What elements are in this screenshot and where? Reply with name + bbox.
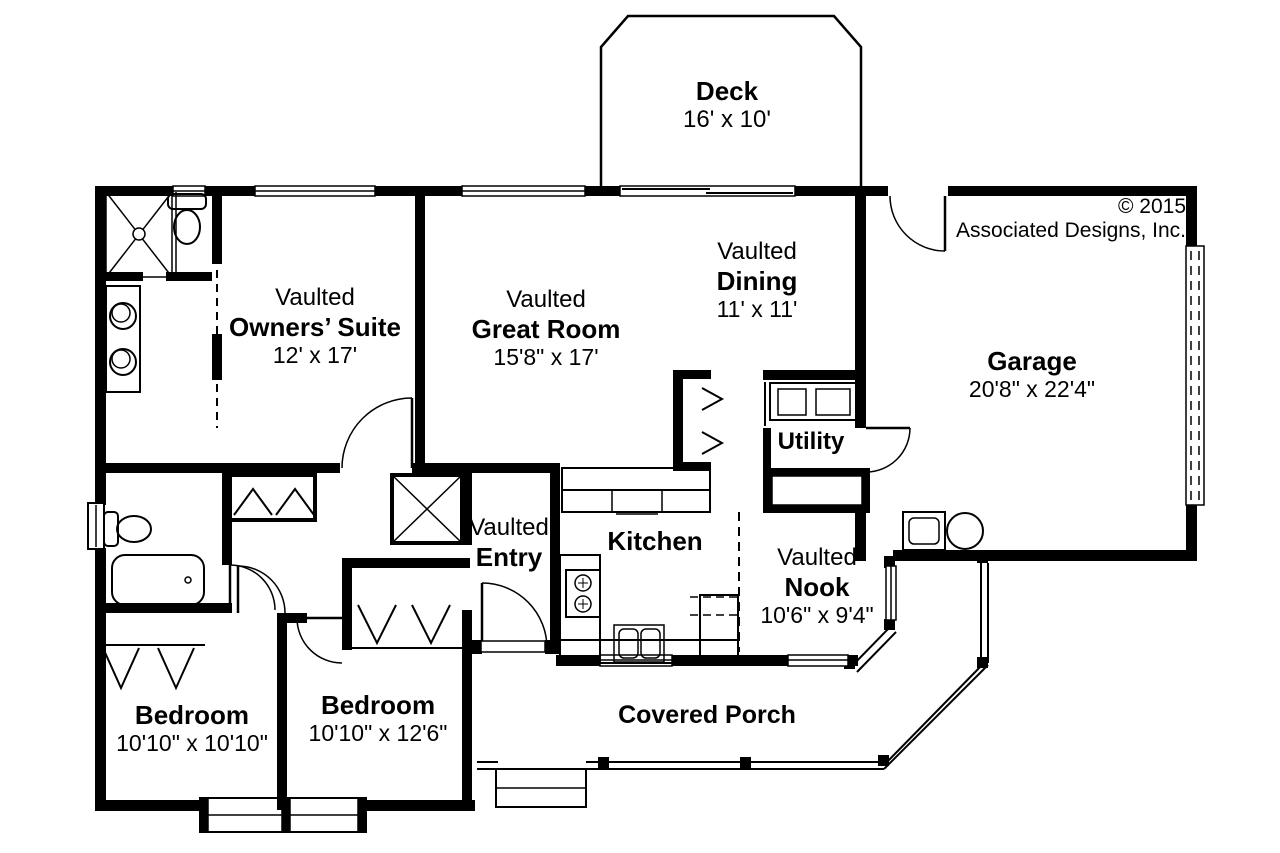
room-name: Utility: [777, 428, 845, 455]
room-label-dining: Vaulted Dining 11' x 11': [717, 238, 798, 323]
room-vaulted: Vaulted: [777, 544, 857, 571]
toilet2-icon: [103, 511, 119, 547]
room-vaulted: Vaulted: [469, 514, 549, 541]
copyright-line2: Associated Designs, Inc.: [956, 219, 1186, 243]
room-label-bedroom-mid: Bedroom 10'10" x 12'6": [309, 690, 448, 747]
water-heater-icon: [946, 512, 984, 550]
room-label-nook: Vaulted Nook 10'6" x 9'4": [760, 544, 873, 629]
interior-walls: [95, 186, 870, 810]
shower-icon: [105, 191, 173, 278]
room-dims: 15'8" x 17': [493, 343, 599, 370]
room-dims: 10'6" x 9'4": [760, 601, 874, 628]
tub-icon: [111, 554, 205, 606]
room-dims: 20'8" x 22'4": [968, 376, 1096, 403]
porch: [477, 552, 989, 808]
room-name: Entry: [475, 541, 543, 572]
windows: [87, 185, 897, 833]
vanity-icon: [105, 285, 141, 393]
room-dims: 11' x 11': [716, 295, 798, 322]
room-label-bedroom-left: Bedroom 10'10" x 10'10": [116, 700, 268, 757]
room-name: Nook: [784, 571, 850, 602]
porch-posts: [598, 552, 988, 768]
room-name: Deck: [695, 76, 759, 106]
room-vaulted: Vaulted: [717, 238, 797, 265]
copyright-line1: © 2015: [1117, 195, 1186, 218]
range-icon: [565, 569, 601, 618]
room-label-entry: Vaulted Entry: [469, 514, 549, 572]
room-label-utility: Utility: [778, 428, 845, 456]
room-label-covered-porch: Covered Porch: [618, 701, 796, 730]
bath-fixtures: [103, 191, 207, 606]
room-name: Great Room: [471, 313, 621, 344]
room-name: Garage: [987, 346, 1077, 376]
washer-dryer-icon: [769, 382, 859, 421]
room-vaulted: Vaulted: [506, 286, 586, 313]
copyright-note: © 2015 Associated Designs, Inc.: [956, 195, 1186, 243]
room-name: Kitchen: [607, 526, 703, 556]
sink-icon: [613, 624, 665, 663]
room-name: Covered Porch: [618, 701, 796, 729]
room-dims: 16' x 10': [683, 106, 771, 134]
room-dims: 10'10" x 10'10": [116, 730, 268, 757]
room-label-great-room: Vaulted Great Room 15'8" x 17': [472, 286, 621, 371]
closets: [102, 387, 725, 691]
interior-thin-lines: [95, 192, 863, 652]
room-name: Bedroom: [134, 700, 250, 730]
kitchen-fixtures: [559, 382, 984, 664]
room-label-garage: Garage 20'8" x 22'4": [969, 346, 1095, 403]
room-name: Owners’ Suite: [229, 311, 401, 342]
utility-sink-icon: [902, 511, 946, 551]
room-name: Bedroom: [320, 690, 436, 720]
room-label-kitchen: Kitchen: [607, 526, 702, 556]
room-dims: 12' x 17': [272, 341, 358, 368]
exterior-walls: [95, 186, 1197, 811]
garage-door: [1185, 245, 1205, 506]
room-vaulted: Vaulted: [275, 284, 355, 311]
room-label-deck: Deck 16' x 10': [683, 76, 771, 134]
room-label-owners-suite: Vaulted Owners’ Suite 12' x 17': [229, 284, 401, 369]
room-name: Dining: [716, 265, 798, 296]
doors: [228, 195, 947, 664]
deck-outline: [599, 14, 863, 188]
room-dims: 10'10" x 12'6": [308, 720, 448, 747]
